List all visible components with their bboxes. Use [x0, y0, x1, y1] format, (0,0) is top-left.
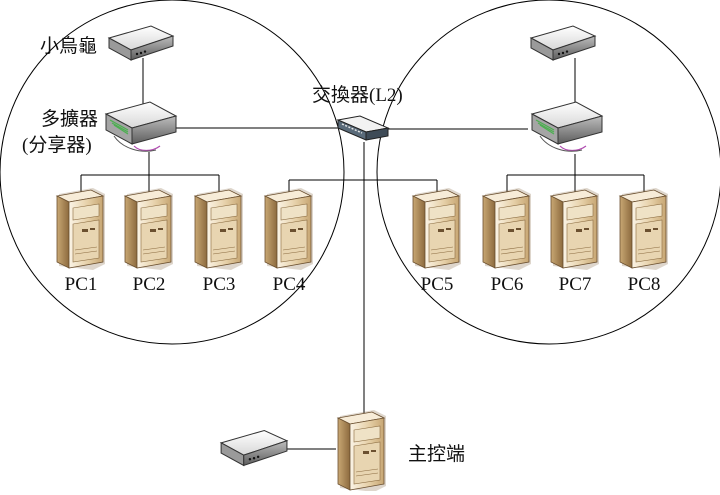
pc-label: PC5 — [421, 274, 454, 295]
server-tower-icon — [124, 187, 174, 270]
hub-label-line2: (分享器) — [22, 134, 92, 156]
modem-icon — [530, 25, 596, 61]
modem-label: 小烏龜 — [40, 35, 97, 57]
hub-label-line1: 多擴器 — [41, 108, 98, 130]
router-icon — [531, 101, 603, 152]
server-tower-icon — [550, 187, 600, 270]
pc-label: PC1 — [65, 274, 98, 295]
pc-group: PC1 PC2 PC3 PC4 PC5 PC6 PC7 PC8 — [56, 187, 669, 295]
pc-label: PC2 — [133, 274, 166, 295]
pc-label: PC6 — [491, 274, 524, 295]
switch-label: 交換器(L2) — [312, 84, 403, 106]
server-tower-icon — [482, 187, 532, 270]
pc-label: PC8 — [628, 274, 661, 295]
server-tower-icon — [619, 187, 669, 270]
pc-label: PC3 — [203, 274, 236, 295]
right-network-zone — [376, 0, 720, 345]
left-network-zone — [0, 0, 345, 345]
pc-label: PC7 — [559, 274, 592, 295]
router-icon — [105, 101, 177, 152]
server-tower-icon — [194, 187, 244, 270]
server-tower-icon — [412, 187, 462, 270]
server-tower-icon — [56, 187, 106, 270]
pc-label: PC4 — [273, 274, 306, 295]
server-tower-icon — [337, 409, 387, 492]
modem-icon — [108, 25, 174, 61]
server-tower-icon — [264, 187, 314, 270]
modem-icon — [220, 429, 288, 466]
switch-icon — [337, 115, 389, 141]
controller-label: 主控端 — [408, 443, 465, 465]
